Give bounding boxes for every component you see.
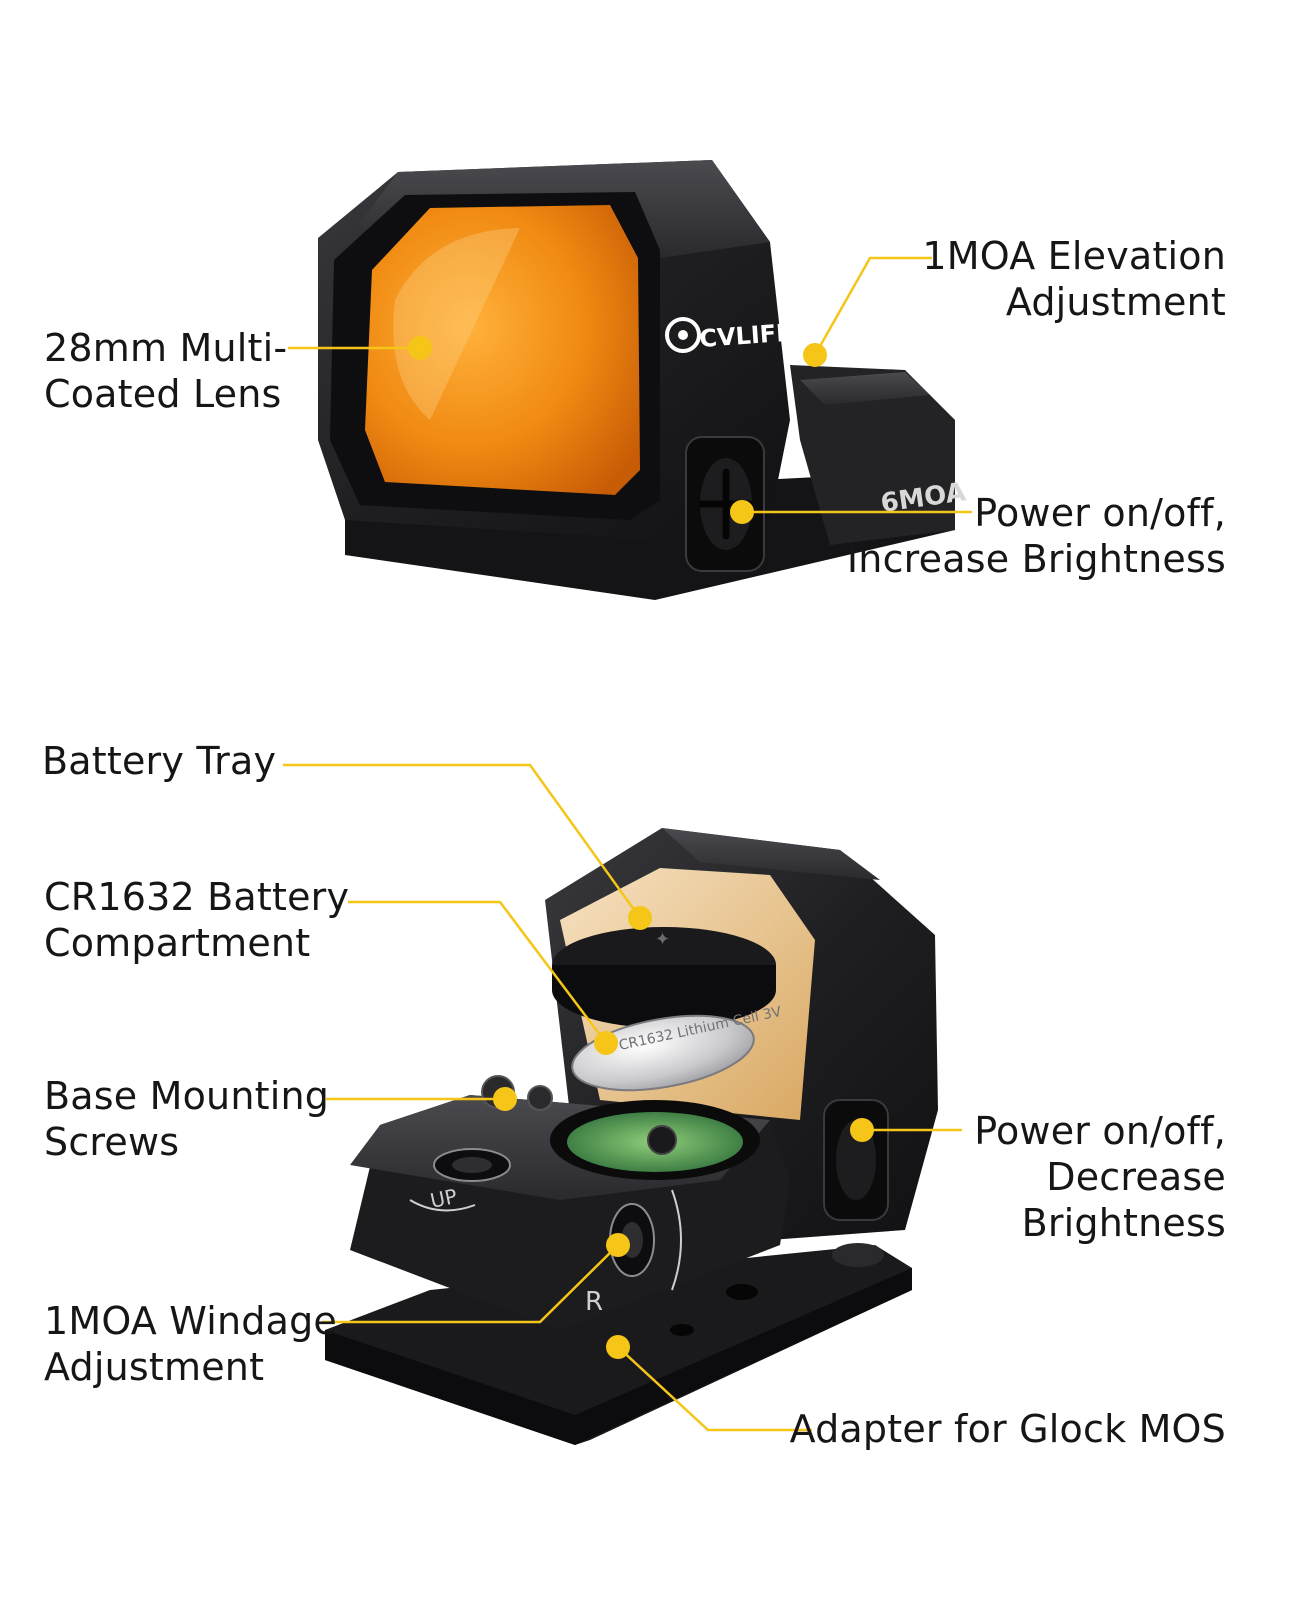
label-battery-compartment: CR1632 Battery Compartment — [44, 874, 349, 966]
callout-dot-elevation — [803, 343, 827, 367]
label-power-down-line-1: Power on/off, — [974, 1109, 1226, 1153]
label-elevation: 1MOA Elevation Adjustment — [922, 233, 1226, 325]
coin-battery — [571, 1014, 755, 1092]
callout-line-adapter — [617, 1346, 812, 1432]
callout-line-battery-tray — [283, 763, 642, 919]
label-battery-tray-line-1: Battery Tray — [42, 739, 277, 783]
callout-dot-battery-compartment — [594, 1031, 618, 1055]
tray-star-icon: ✦ — [655, 929, 670, 950]
top-sight-lens — [365, 205, 640, 495]
top-sight-rear-block — [790, 365, 955, 545]
callout-line-battery-compartment — [348, 900, 607, 1044]
label-lens: 28mm Multi- Coated Lens — [44, 325, 287, 417]
label-windage-line-1: 1MOA Windage — [44, 1299, 337, 1343]
brand-text: CVLIFE — [698, 319, 793, 353]
brand-logo-dot-icon — [678, 330, 688, 340]
callout-dot-power-down — [850, 1118, 874, 1142]
turret-r-text: R — [585, 1287, 603, 1317]
label-battery-tray: Battery Tray — [42, 738, 276, 784]
label-base-screws-line-1: Base Mounting — [44, 1074, 330, 1118]
callout-dot-lens — [408, 336, 432, 360]
label-elevation-line-1: 1MOA Elevation — [922, 234, 1226, 278]
bottom-callouts — [283, 763, 962, 1432]
windage-arrow-icon — [671, 1189, 682, 1291]
label-power-up: Power on/off, Increase Brightness — [847, 490, 1226, 582]
label-power-down-line-2: Decrease — [1046, 1155, 1226, 1199]
label-power-down: Power on/off, Decrease Brightness — [974, 1108, 1226, 1246]
label-adapter-line-1: Adapter for Glock MOS — [789, 1407, 1226, 1451]
callout-line-elevation — [813, 256, 932, 356]
bottom-sight-top — [662, 828, 880, 880]
adapter-plate-edge — [325, 1268, 912, 1445]
label-power-down-line-3: Brightness — [1021, 1201, 1226, 1245]
up-arrow-icon — [409, 1199, 476, 1212]
elevation-turret-center — [452, 1157, 492, 1173]
label-adapter: Adapter for Glock MOS — [790, 1406, 1226, 1452]
label-lens-line-1: 28mm Multi- — [44, 326, 288, 370]
lens-glare — [393, 228, 520, 420]
adapter-hole — [726, 1284, 758, 1300]
pcb-screw-icon — [647, 1125, 677, 1155]
brand-logo-icon — [665, 317, 701, 353]
label-lens-line-2: Coated Lens — [44, 372, 282, 416]
label-battery-compartment-line-2: Compartment — [44, 921, 311, 965]
label-battery-compartment-line-1: CR1632 Battery — [44, 875, 350, 919]
top-callouts — [288, 256, 972, 524]
label-windage-line-2: Adjustment — [44, 1345, 265, 1389]
top-sight: CVLIFE 6MOA — [318, 160, 968, 600]
battery-tray-edge — [552, 965, 776, 1028]
turret-up-text: UP — [428, 1184, 459, 1213]
label-elevation-line-2: Adjustment — [1005, 280, 1226, 324]
label-power-up-line-1: Power on/off, — [974, 491, 1226, 535]
callout-dot-adapter — [606, 1335, 630, 1359]
label-base-screws: Base Mounting Screws — [44, 1073, 329, 1165]
label-power-up-line-2: Increase Brightness — [846, 537, 1226, 581]
callout-dot-windage — [606, 1233, 630, 1257]
adapter-post — [832, 1243, 884, 1267]
callout-dot-base-screws — [493, 1087, 517, 1111]
callout-dot-battery-tray — [628, 906, 652, 930]
top-sight-rear-top — [800, 372, 930, 405]
callout-dot-power-up — [730, 500, 754, 524]
adapter-hole-2 — [670, 1324, 694, 1336]
label-base-screws-line-2: Screws — [44, 1120, 180, 1164]
label-windage: 1MOA Windage Adjustment — [44, 1298, 337, 1390]
base-screw-icon-2 — [527, 1085, 553, 1111]
callout-line-windage — [322, 1244, 619, 1324]
